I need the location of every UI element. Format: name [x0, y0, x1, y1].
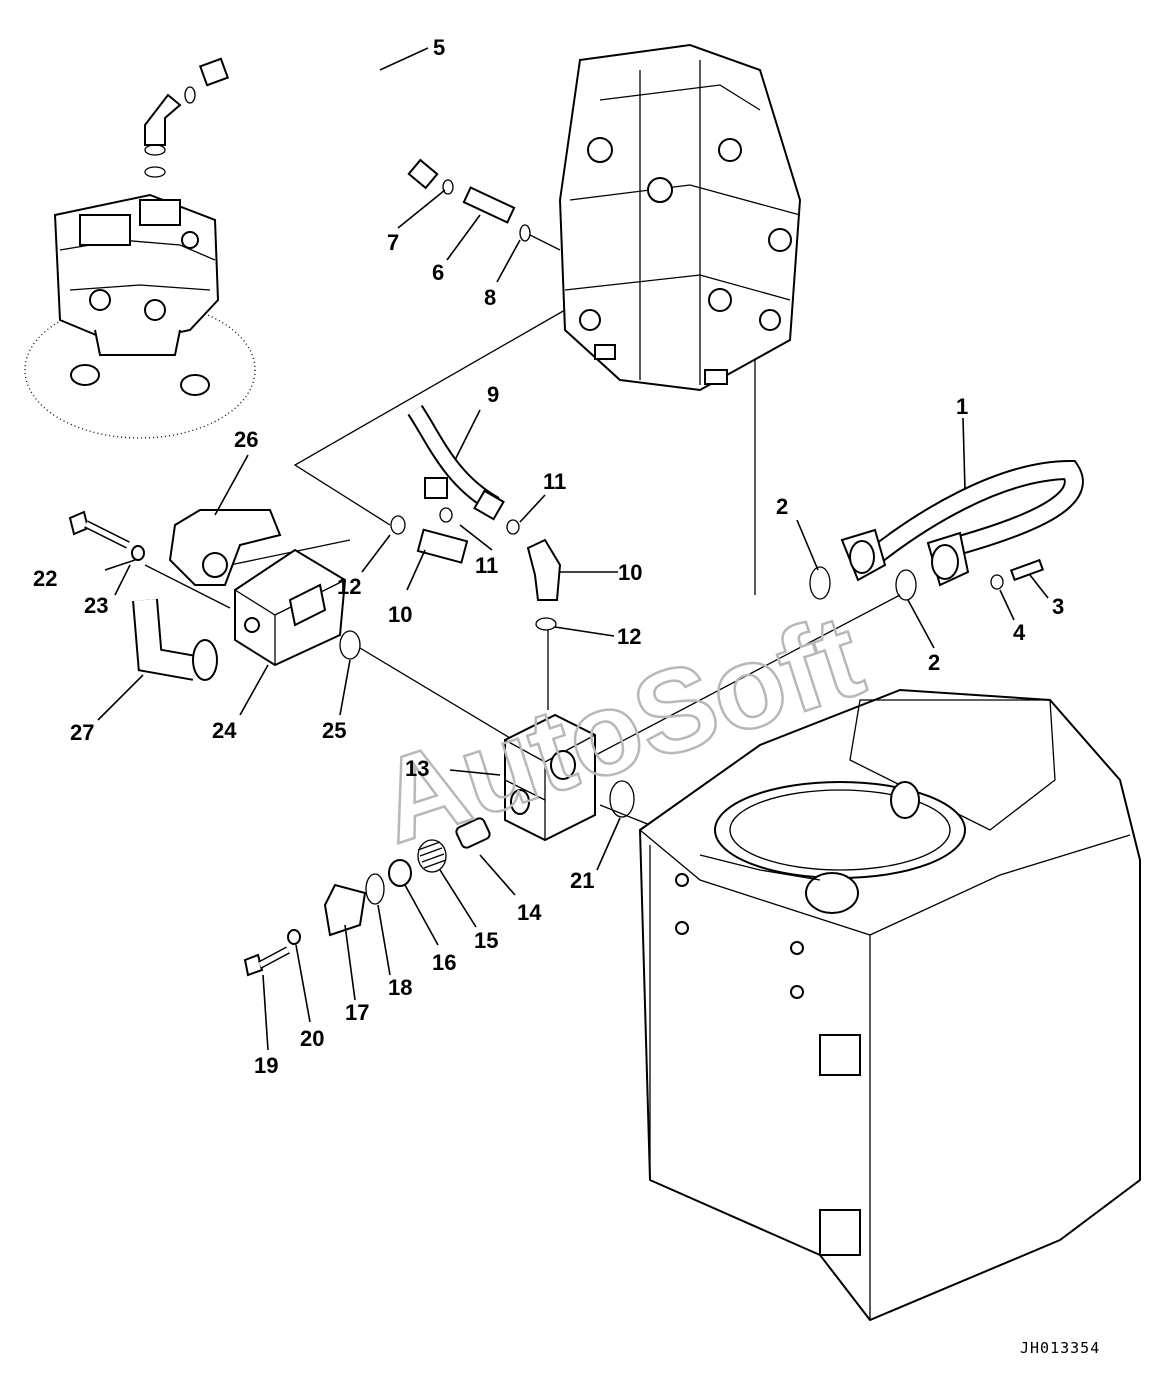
- callout-10: 10: [618, 560, 642, 585]
- drawing-code: JH013354: [1020, 1339, 1100, 1357]
- seal-16: [388, 859, 412, 887]
- oring-18: [365, 873, 385, 905]
- callout-15: 15: [474, 928, 498, 953]
- callout-23: 23: [84, 593, 108, 618]
- callout-7: 7: [387, 230, 399, 255]
- cover-17: [323, 883, 367, 937]
- bolt-22: [68, 510, 145, 561]
- flange-26: [168, 509, 282, 586]
- hose-9: [407, 405, 505, 521]
- washer-20: [287, 929, 301, 945]
- callout-10: 10: [388, 602, 412, 627]
- hydraulic-tank: [638, 688, 1141, 1322]
- callout-11: 11: [475, 553, 498, 578]
- swing-motor: [24, 86, 256, 439]
- hose-27: [132, 598, 218, 681]
- callout-11: 11: [543, 469, 566, 494]
- fitting-6: [462, 186, 561, 251]
- leader-lines: [97, 47, 1049, 1051]
- fitting-10-right: [506, 519, 562, 710]
- bolt-19: [243, 946, 290, 977]
- callout-9: 9: [487, 382, 499, 407]
- callout-8: 8: [484, 285, 496, 310]
- callout-2: 2: [776, 494, 788, 519]
- callout-20: 20: [300, 1026, 324, 1051]
- callout-27: 27: [70, 720, 94, 745]
- callout-17: 17: [345, 1000, 369, 1025]
- callout-24: 24: [212, 718, 237, 743]
- callout-5: 5: [433, 35, 445, 60]
- block-24: [234, 515, 406, 667]
- callout-21: 21: [570, 868, 594, 893]
- callout-12: 12: [617, 624, 641, 649]
- oring-21: [609, 780, 635, 818]
- callout-1: 1: [956, 394, 968, 419]
- callout-25: 25: [322, 718, 346, 743]
- valve-block-13: [504, 713, 596, 842]
- callout-labels: 1 2 2 3 4 5 6 7 8 9 10 10 11 11 12 12 13…: [33, 35, 1064, 1078]
- callout-14: 14: [517, 900, 542, 925]
- callout-22: 22: [33, 566, 57, 591]
- hose-1: [809, 459, 1084, 601]
- callout-16: 16: [432, 950, 456, 975]
- callout-18: 18: [388, 975, 412, 1000]
- plug-14: [455, 817, 491, 849]
- callout-4: 4: [1013, 620, 1026, 645]
- callout-13: 13: [405, 756, 429, 781]
- callout-26: 26: [234, 427, 258, 452]
- callout-19: 19: [254, 1053, 278, 1078]
- spring-15: [417, 839, 447, 873]
- callout-2: 2: [928, 650, 940, 675]
- control-valve: [558, 43, 802, 595]
- callout-6: 6: [432, 260, 444, 285]
- callout-3: 3: [1052, 594, 1064, 619]
- callout-12: 12: [337, 574, 361, 599]
- hose-5: [198, 20, 454, 195]
- fitting-10-left: [416, 507, 469, 564]
